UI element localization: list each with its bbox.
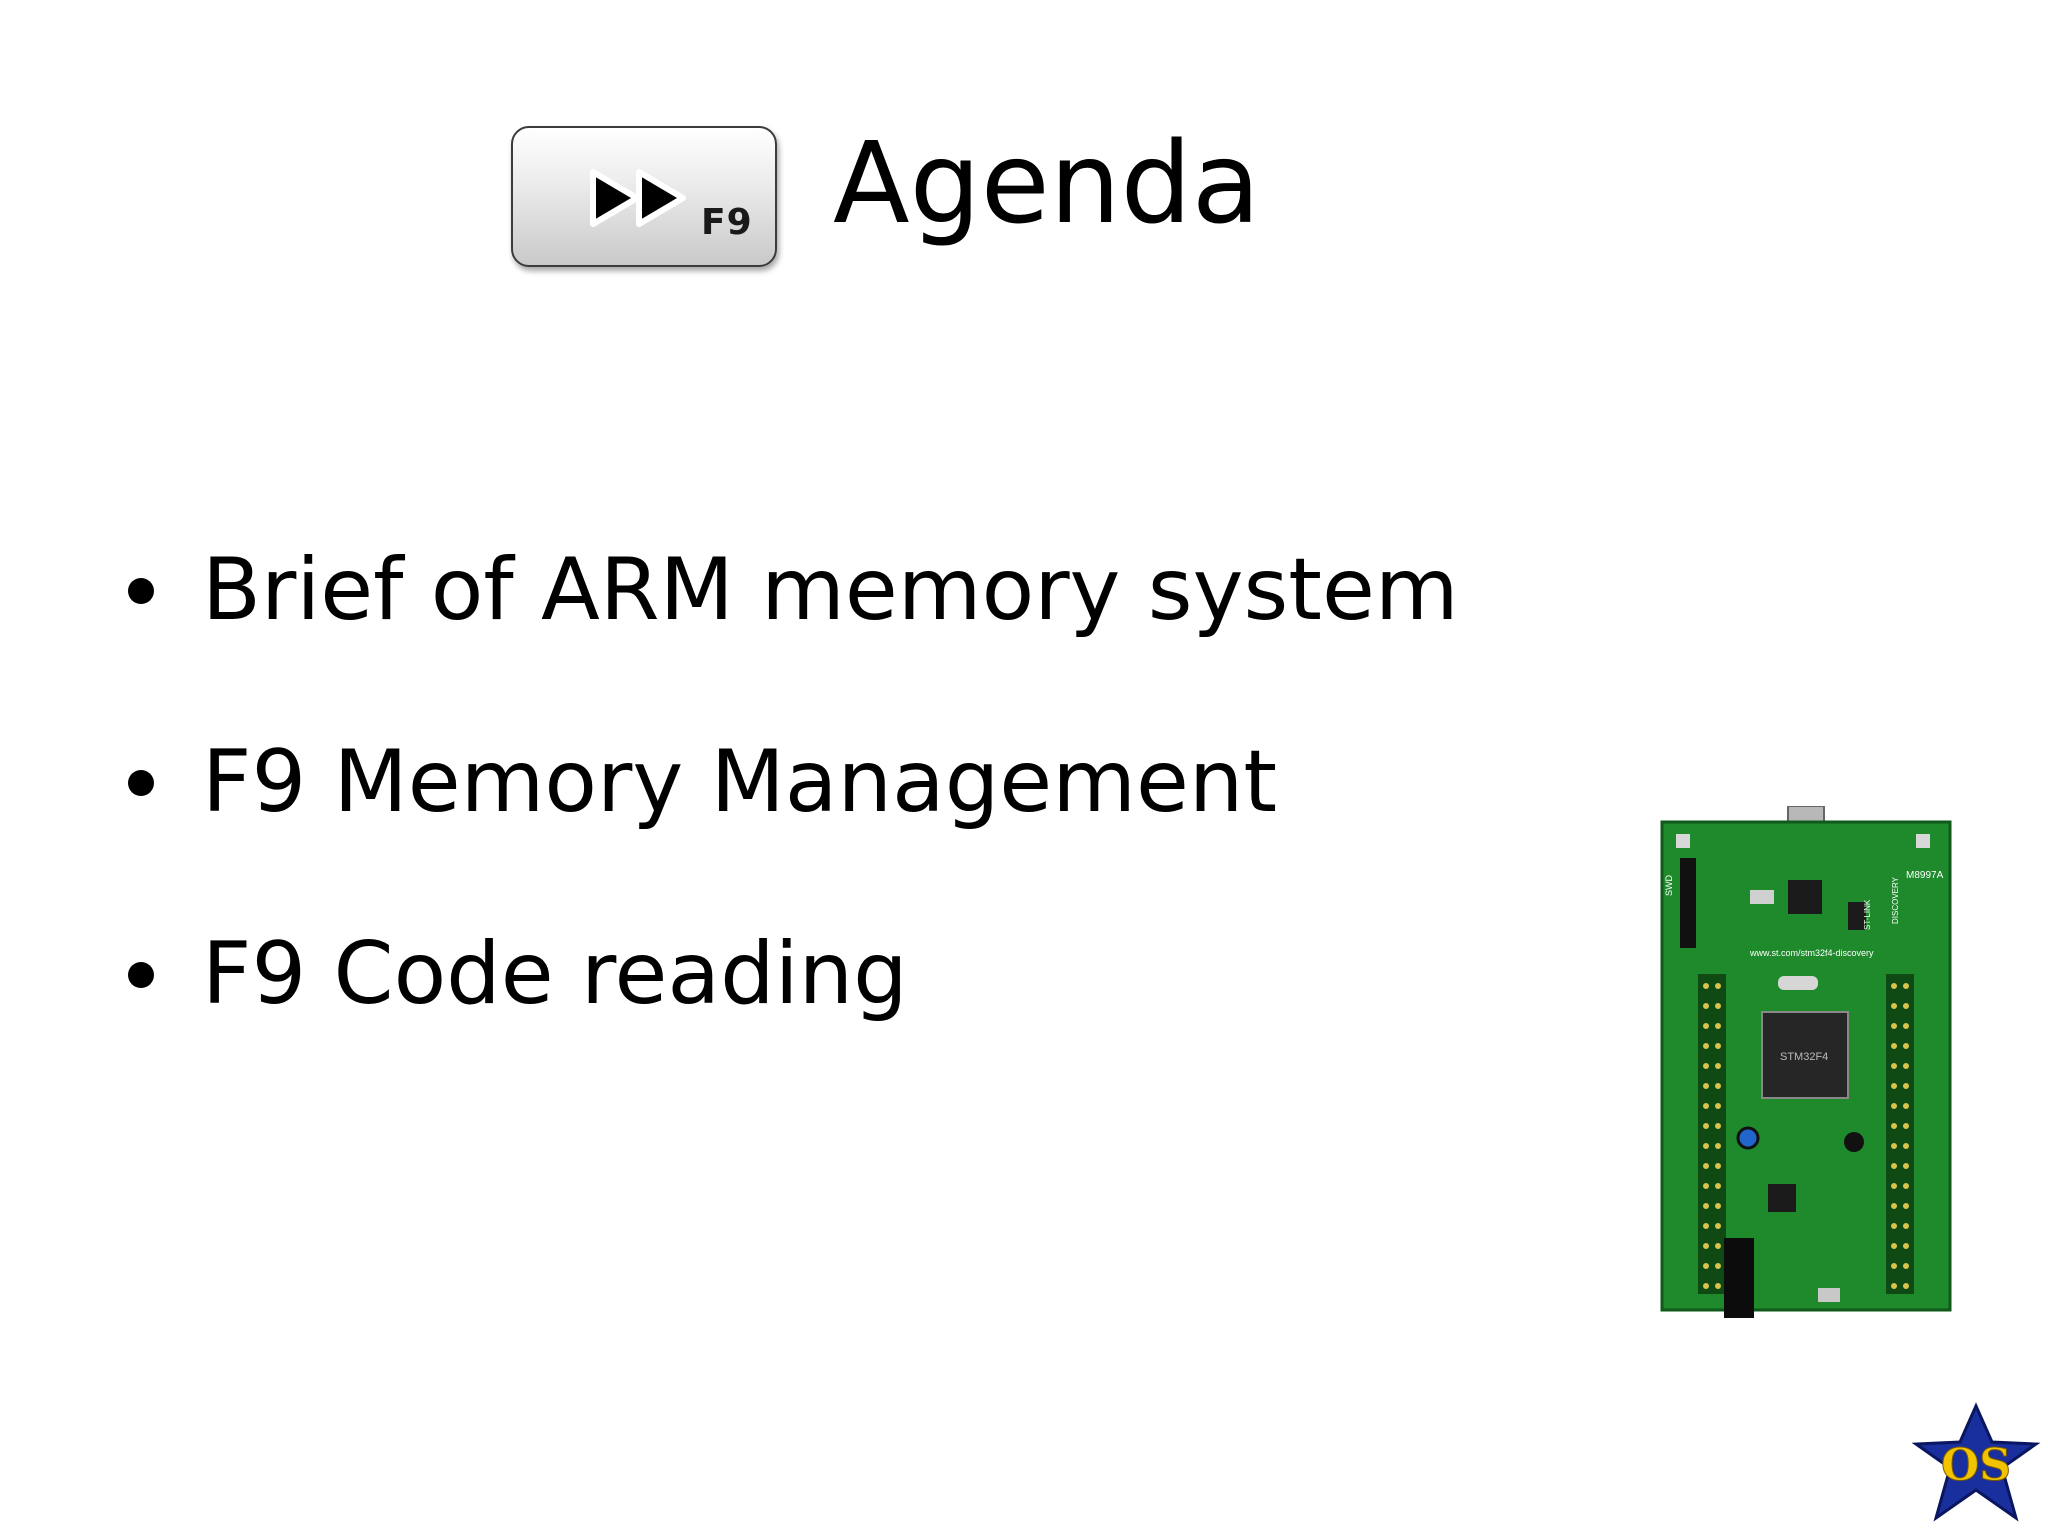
slide-title: Agenda [833,119,1261,249]
board-url-label: www.st.com/stm32f4-discovery [1749,948,1874,958]
bullet-text: F9 Code reading [202,924,908,1024]
bullet-dot-icon [128,770,154,796]
bullet-list: Brief of ARM memory system F9 Memory Man… [120,540,1520,1116]
bullet-text: F9 Memory Management [202,732,1278,832]
fast-forward-icon [590,169,686,227]
key-label: F9 [701,202,753,243]
bullet-item: F9 Code reading [120,924,1520,1024]
swd-label: SWD [1664,875,1674,896]
bullet-item: F9 Memory Management [120,732,1520,832]
f9-key-logo: F9 [511,126,777,267]
bullet-dot-icon [128,578,154,604]
os-star-logo: OS [1911,1402,2041,1522]
os-logo-text: OS [1941,1440,2011,1491]
bullet-dot-icon [128,962,154,988]
bullet-item: Brief of ARM memory system [120,540,1520,640]
bullet-text: Brief of ARM memory system [202,540,1459,640]
discovery-label: DISCOVERY [1891,876,1900,924]
board-model-label: M8997A [1906,870,1944,881]
mcu-label: STM32F4 [1780,1051,1828,1063]
stlink-label: ST-LINK [1863,899,1872,930]
stm32-board-image: M8997A www.st.com/stm32f4-discovery STM3… [1660,806,1952,1318]
